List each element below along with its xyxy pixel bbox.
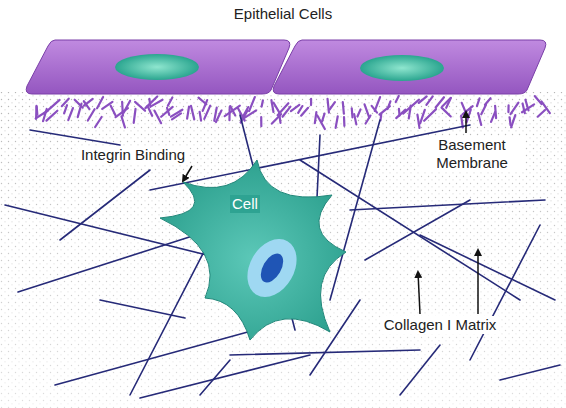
matrix-ground: [0, 92, 566, 408]
epithelial-cells: [26, 40, 546, 94]
cell-body: Cell: [150, 155, 350, 345]
callout-label: Basement Membrane: [419, 136, 525, 172]
matrix-fade: [0, 92, 566, 408]
collagen-fibers: [5, 115, 560, 398]
cell-label: Cell: [230, 195, 260, 213]
cell-outline: [150, 155, 350, 345]
callout-label: Collagen I Matrix: [381, 316, 500, 334]
basement-membrane: [36, 96, 550, 129]
callout-label: Integrin Binding: [78, 146, 188, 164]
title-label: Epithelial Cells: [231, 5, 335, 23]
